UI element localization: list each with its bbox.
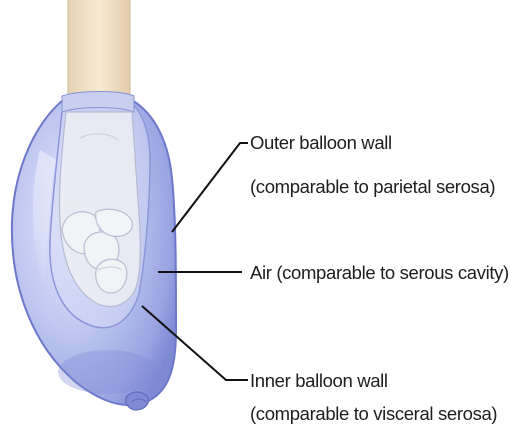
label-air: Air (comparable to serous cavity) [250,262,509,283]
balloon-shadow-bottom [58,350,158,394]
leader-line-outer-wall [172,143,248,232]
arm [62,0,134,112]
label-inner-wall-title: Inner balloon wall [250,370,388,391]
label-outer-wall-comparison: (comparable to parietal serosa) [250,176,495,197]
forearm [68,0,130,102]
balloon-knot [126,392,149,410]
label-outer-wall-title: Outer balloon wall [250,132,392,153]
label-inner-wall-comparison: (comparable to visceral serosa) [250,403,497,424]
